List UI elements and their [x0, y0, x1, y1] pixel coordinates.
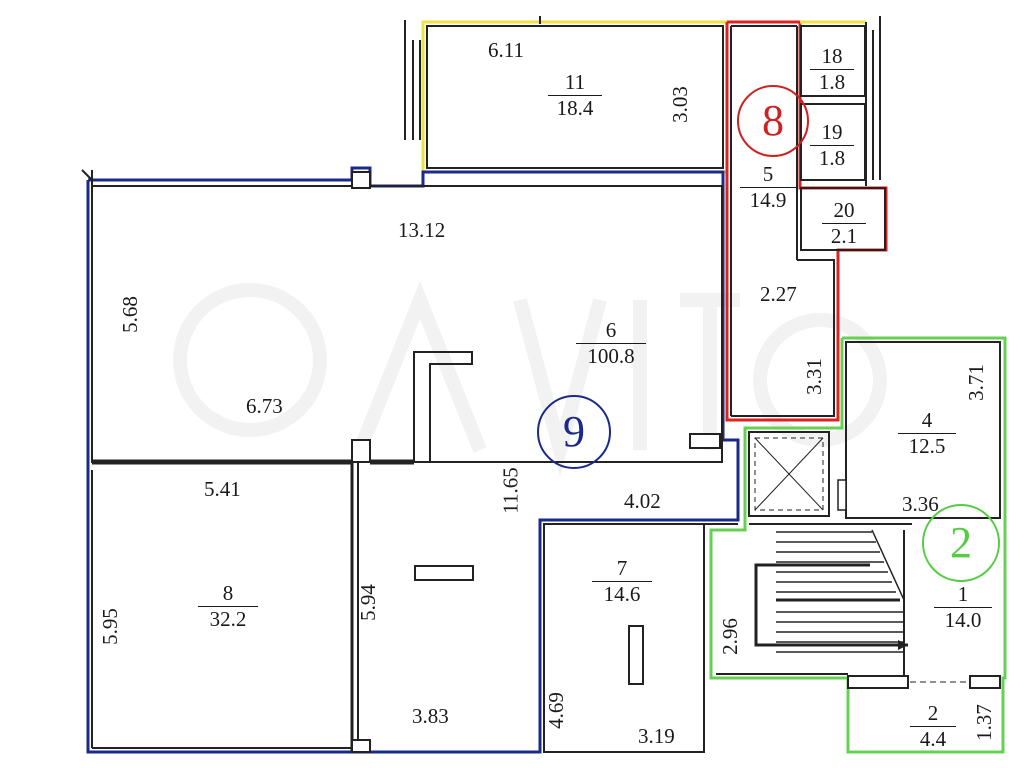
dimension-label: 3.31 — [801, 358, 826, 395]
room-5-label: 5 14.9 — [740, 164, 796, 211]
zone-2-number: 2 — [950, 518, 972, 567]
room-18-label: 18 1.8 — [810, 46, 854, 93]
room-area: 2.1 — [830, 224, 858, 248]
room-area: 32.2 — [209, 607, 247, 631]
room-19-label: 19 1.8 — [810, 122, 854, 169]
room-area: 1.8 — [818, 70, 846, 94]
dimension-label: 11.65 — [498, 467, 523, 514]
dimension-label: 1.37 — [971, 704, 996, 741]
room-area: 100.8 — [587, 344, 635, 368]
dimension-label: 2.96 — [717, 618, 742, 655]
room-number: 7 — [592, 558, 652, 582]
dimension-label: 3.71 — [963, 364, 988, 401]
room-area: 14.9 — [749, 188, 787, 212]
room-11-label: 11 18.4 — [548, 72, 602, 119]
room-6-label: 6 100.8 — [576, 320, 646, 367]
room-area: 18.4 — [556, 96, 594, 120]
room-4-label: 4 12.5 — [898, 410, 956, 457]
room-area: 14.6 — [603, 582, 641, 606]
room-area: 1.8 — [818, 146, 846, 170]
dimension-label: 3.19 — [638, 724, 675, 748]
room-7-label: 7 14.6 — [592, 558, 652, 605]
dimension-label: 5.95 — [97, 608, 122, 645]
room-1-label: 1 14.0 — [934, 584, 992, 631]
room-number: 8 — [198, 583, 258, 607]
zone-9-marker: 9 — [537, 395, 611, 469]
room-number: 20 — [822, 200, 866, 224]
zone-8-marker: 8 — [737, 85, 809, 157]
room-2-label: 2 4.4 — [910, 703, 956, 750]
room-area: 4.4 — [919, 727, 947, 751]
zone-8-number: 8 — [762, 96, 784, 145]
dimension-label: 3.83 — [412, 704, 449, 728]
staircase — [776, 529, 905, 653]
dimension-label: 2.27 — [760, 282, 797, 306]
room-number: 19 — [810, 122, 854, 146]
room-area: 12.5 — [908, 434, 946, 458]
room-20-label: 20 2.1 — [822, 200, 866, 247]
room-8-label: 8 32.2 — [198, 583, 258, 630]
room-number: 2 — [910, 703, 956, 727]
dimension-label: 3.36 — [902, 492, 939, 516]
room-area: 14.0 — [944, 608, 982, 632]
dimension-label: 5.41 — [204, 477, 241, 501]
room-number: 5 — [740, 164, 796, 188]
dimension-label: 4.69 — [543, 692, 568, 729]
dimension-label: 5.68 — [117, 296, 142, 333]
zone-9-outline — [81, 166, 740, 754]
room-number: 6 — [576, 320, 646, 344]
dimension-label: 5.94 — [355, 584, 380, 621]
dimension-label: 4.02 — [624, 489, 661, 513]
zone-2-marker: 2 — [922, 504, 1000, 582]
dimension-label: 3.03 — [667, 86, 692, 123]
room-number: 18 — [810, 46, 854, 70]
watermark — [173, 281, 887, 478]
room-number: 4 — [898, 410, 956, 434]
room-number: 11 — [548, 72, 602, 96]
zone-2-outline — [709, 336, 1007, 754]
room-number: 1 — [934, 584, 992, 608]
dimension-label: 6.73 — [246, 394, 283, 418]
dimension-label: 13.12 — [398, 218, 446, 242]
zone-9-number: 9 — [563, 407, 585, 456]
dimension-label: 6.11 — [488, 38, 524, 62]
